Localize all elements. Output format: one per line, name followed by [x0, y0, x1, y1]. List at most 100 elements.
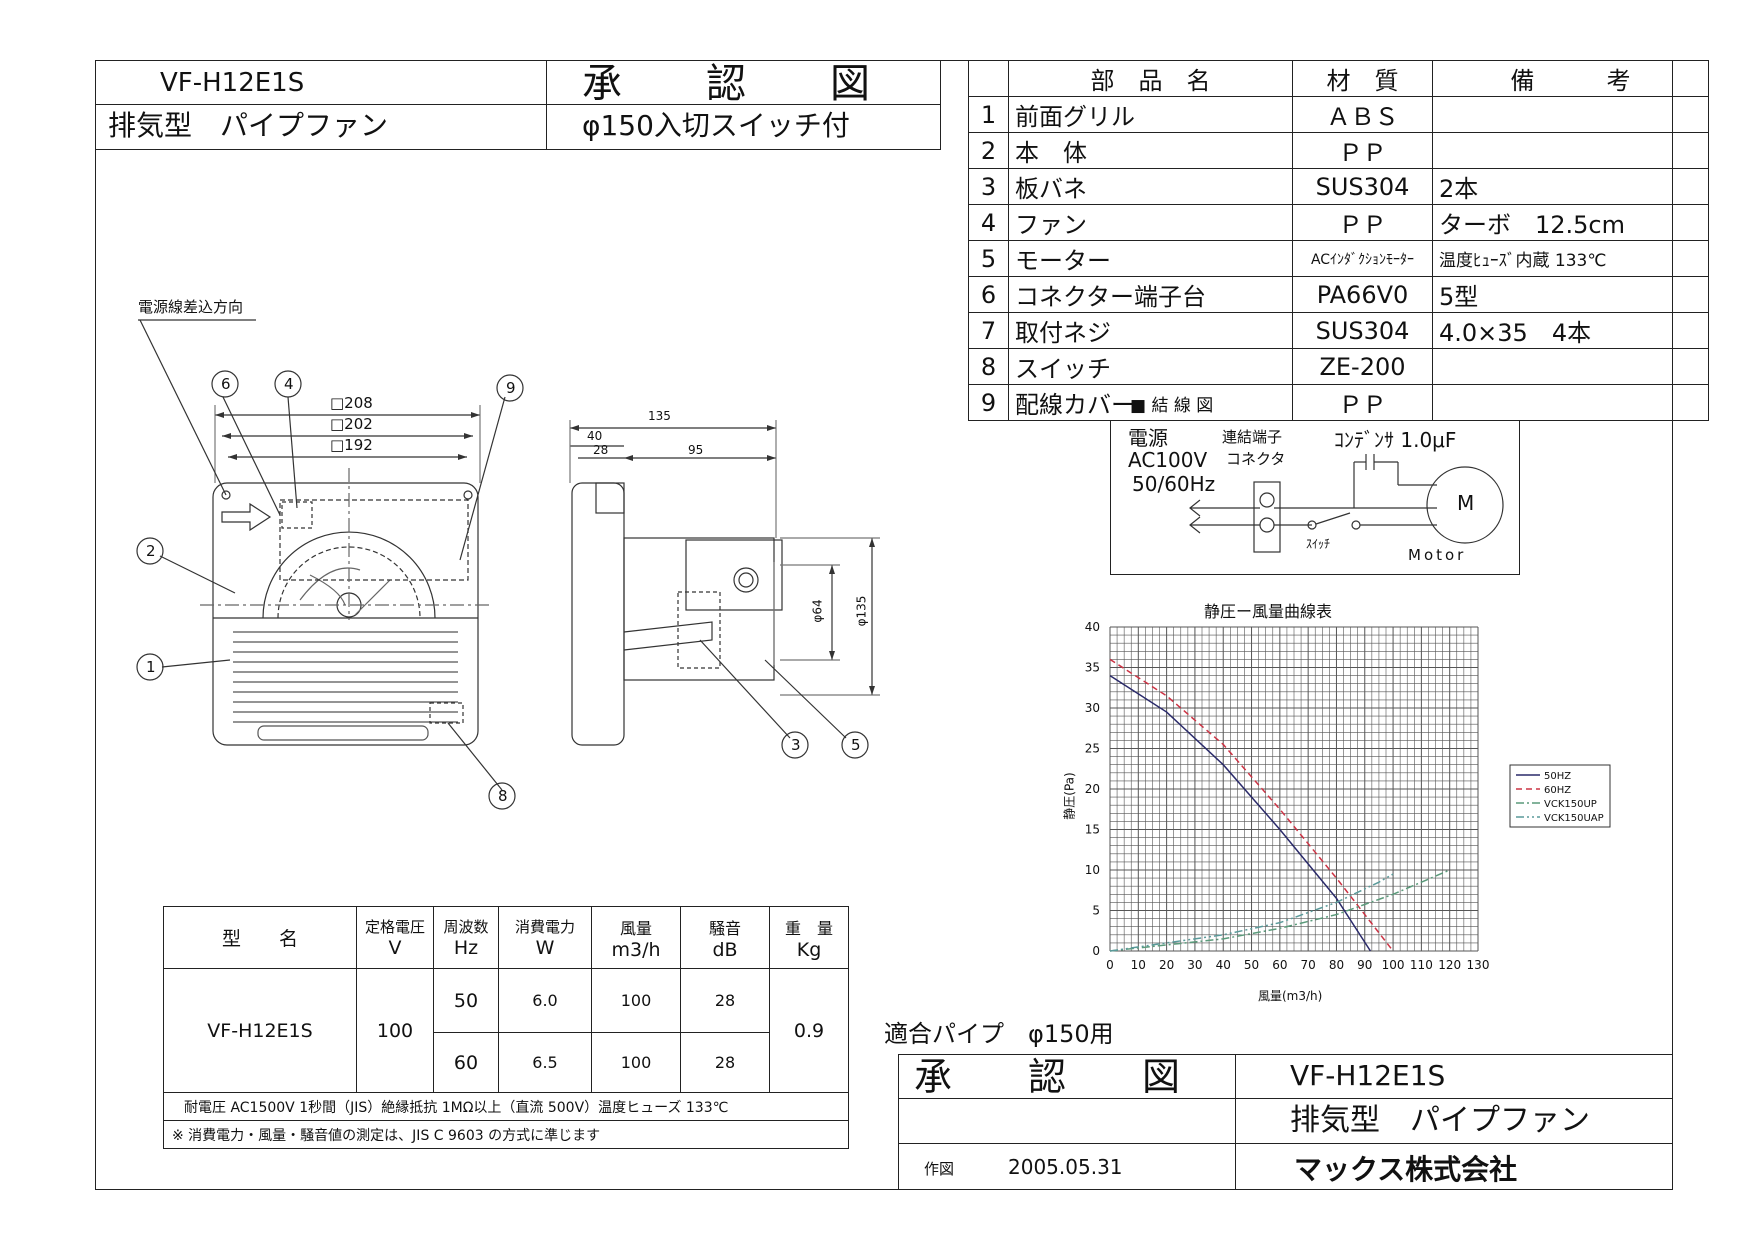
y-tick-label: 0 [1092, 944, 1100, 958]
header-model: VF-H12E1S [160, 68, 305, 98]
callout-9: 9 [506, 379, 516, 397]
cable-direction-arrow [221, 502, 272, 532]
callout-3: 3 [791, 736, 801, 754]
part-name: 取付ネジ [1008, 312, 1293, 349]
spec-note-1: 耐電圧 AC1500V 1秒間（JIS）絶縁抵抗 1MΩ以上（直流 500V）温… [163, 1092, 849, 1121]
header-box [95, 60, 941, 150]
side-dim-135: 135 [648, 409, 671, 423]
part-name: 板バネ [1008, 168, 1293, 205]
wiring-box [1110, 420, 1520, 575]
x-tick-label: 110 [1410, 958, 1433, 972]
spec-model: VF-H12E1S [163, 968, 357, 1093]
spec-header-weight: 重 量 [784, 918, 833, 938]
spec-flow: 100 [591, 968, 681, 1033]
callout-2: 2 [146, 542, 156, 560]
spec-header-noise: 騒音 [708, 918, 741, 938]
legend-label: 60HZ [1544, 785, 1571, 796]
part-note [1432, 384, 1709, 421]
wiring-motor-label: Motor [1408, 546, 1467, 564]
spec-db: 28 [680, 1032, 770, 1093]
table-row: 2 本 体 ＰＰ [968, 132, 1709, 169]
series-line-60hz [1109, 658, 1394, 952]
wiring-voltage: AC100V [1128, 448, 1208, 472]
x-tick-label: 130 [1467, 958, 1490, 972]
title-model: VF-H12E1S [1290, 1059, 1446, 1092]
wiring-motor-symbol: M [1457, 491, 1475, 515]
part-material: ＰＰ [1292, 132, 1433, 169]
wiring-capacitor-label: ｺﾝﾃﾞﾝｻ 1.0μF [1334, 428, 1457, 452]
part-no: 3 [968, 168, 1009, 205]
wiring-switch-label: ｽｲｯﾁ [1306, 537, 1331, 551]
spec-header-flow-unit: m3/h [611, 938, 661, 961]
part-material: SUS304 [1292, 168, 1433, 205]
part-material: PA66V0 [1292, 276, 1433, 313]
series-line-vck150up [1109, 869, 1450, 952]
series-line-vck150uap [1109, 873, 1394, 952]
parts-table: 部 品 名 材 質 備 考 1 前面グリル ＡＢＳ 2 本 体 ＰＰ 3 板バネ… [968, 60, 1709, 421]
legend-label: 50HZ [1544, 771, 1571, 782]
part-material: ＡＢＳ [1292, 96, 1433, 133]
part-no: 1 [968, 96, 1009, 133]
side-dim-40: 40 [587, 429, 603, 443]
callout-1: 1 [146, 658, 156, 676]
x-tick-label: 0 [1106, 958, 1114, 972]
pipe-compat: 適合パイプ φ150用 [884, 1020, 1114, 1048]
x-tick-label: 10 [1131, 958, 1146, 972]
title-block-col [1235, 1054, 1236, 1190]
table-row: 1 前面グリル ＡＢＳ [968, 96, 1709, 133]
legend-label: VCK150UAP [1544, 813, 1604, 824]
table-row: 8 スイッチ ZE-200 [968, 348, 1709, 385]
title-company: マックス株式会社 [1294, 1153, 1518, 1186]
title-date: 2005.05.31 [1008, 1155, 1123, 1179]
part-note: 2本 [1432, 168, 1709, 205]
part-no: 8 [968, 348, 1009, 385]
chart-title: 静圧ー風量曲線表 [1204, 602, 1333, 621]
part-name: スイッチ [1008, 348, 1293, 385]
x-tick-label: 50 [1244, 958, 1259, 972]
y-tick-label: 5 [1092, 904, 1100, 918]
x-tick-label: 60 [1272, 958, 1287, 972]
table-row: 6 コネクター端子台 PA66V0 5型 [968, 276, 1709, 313]
part-name: 前面グリル [1008, 96, 1293, 133]
spec-header-frequency: 周波数 [443, 918, 489, 936]
table-row: VF-H12E1S 100 50 6.0 100 28 0.9 [163, 968, 849, 1093]
chart-xlabel: 風量(m3/h) [1258, 989, 1323, 1003]
wiring-frequency: 50/60Hz [1132, 472, 1216, 496]
spec-hz: 60 [433, 1032, 499, 1093]
part-no: 2 [968, 132, 1009, 169]
callout-5: 5 [851, 736, 861, 754]
spec-flow: 100 [591, 1032, 681, 1093]
parts-header-material: 材 質 [1292, 60, 1433, 97]
spec-note-2: ※ 消費電力・風量・騒音値の測定は、JIS C 9603 の方式に準じます [163, 1120, 849, 1149]
header-row-divider [95, 104, 941, 105]
legend-label: VCK150UP [1544, 799, 1597, 810]
wiring-power-label: 電源 [1128, 426, 1168, 450]
part-material: ZE-200 [1292, 348, 1433, 385]
part-name: コネクター端子台 [1008, 276, 1293, 313]
title-block-row1 [898, 1098, 1673, 1099]
parts-header-name: 部 品 名 [1008, 60, 1293, 97]
spec-header-frequency-unit: Hz [453, 937, 479, 959]
series-line-50hz [1109, 674, 1372, 952]
x-tick-label: 70 [1301, 958, 1316, 972]
spec-header-noise-unit: dB [712, 938, 738, 961]
part-no: 4 [968, 204, 1009, 241]
header-product-spec: φ150入切スイッチ付 [582, 109, 850, 142]
part-no: 9 [968, 384, 1009, 421]
part-note: 4.0×35 4本 [1432, 312, 1709, 349]
dim-208: □208 [330, 394, 373, 412]
motor-circle [1426, 466, 1504, 544]
x-tick-label: 120 [1438, 958, 1461, 972]
title-product: 排気型 パイプファン [1290, 1103, 1590, 1138]
spec-note-row: 耐電圧 AC1500V 1秒間（JIS）絶縁抵抗 1MΩ以上（直流 500V）温… [163, 1092, 849, 1121]
x-tick-label: 40 [1216, 958, 1231, 972]
y-tick-label: 35 [1085, 661, 1100, 675]
x-tick-label: 30 [1187, 958, 1202, 972]
side-dim-95: 95 [688, 443, 704, 457]
table-row: 9 配線カバー ＰＰ [968, 384, 1709, 421]
spec-header-power-unit: W [535, 937, 555, 959]
front-view-outline [212, 482, 479, 746]
y-tick-label: 40 [1085, 620, 1100, 634]
spec-voltage: 100 [356, 968, 434, 1093]
